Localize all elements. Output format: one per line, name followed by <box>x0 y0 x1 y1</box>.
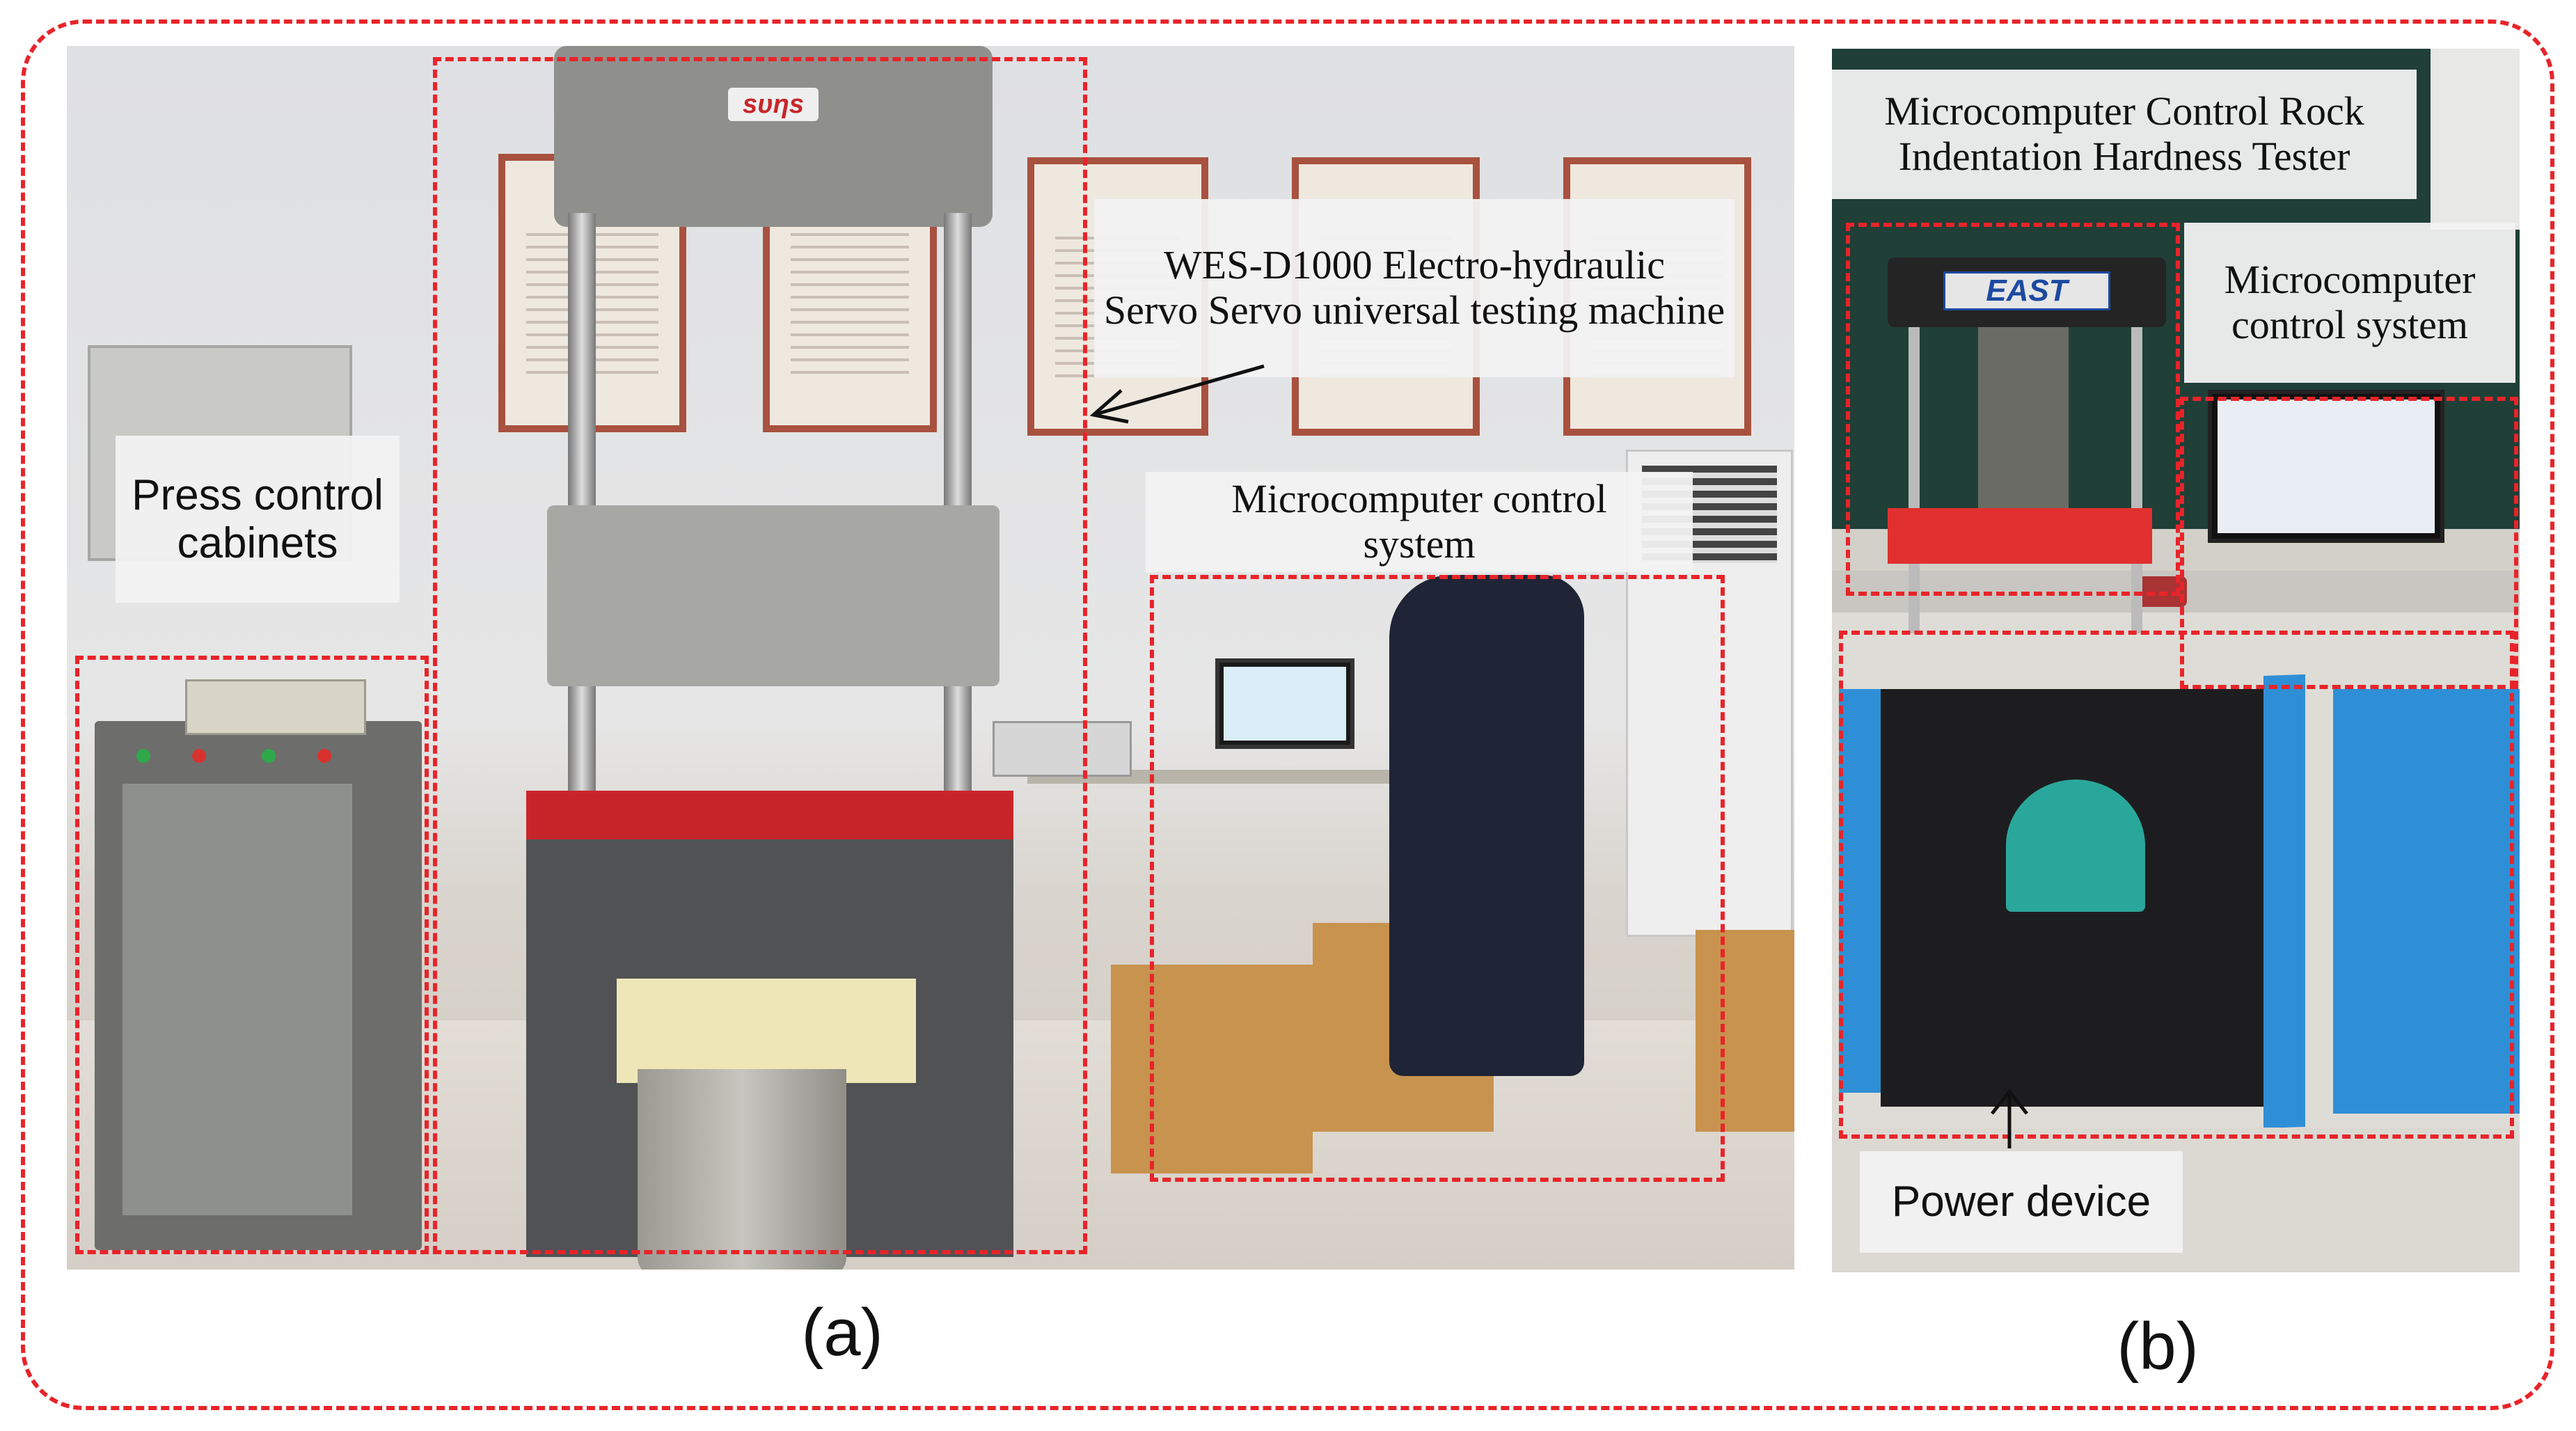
controller-unit <box>185 679 366 735</box>
label-microcomputer-line1: Microcomputer control <box>1231 476 1607 522</box>
label-hardness-tester-line2: Indentation Hardness Tester <box>1898 134 2350 179</box>
cabinet-door-right <box>2333 689 2520 1114</box>
label-hardness-tester: Microcomputer Control Rock Indentation H… <box>1832 70 2417 199</box>
press-control-cabinet <box>95 721 422 1250</box>
label-microcomputer-line2: system <box>1363 521 1476 567</box>
controller-box <box>993 721 1132 777</box>
dashed-box-microcomputer <box>1150 575 1725 1182</box>
tester-red-tray <box>1888 508 2152 564</box>
metal-bucket <box>638 1069 846 1270</box>
dashed-box-testing-machine <box>433 57 1087 1254</box>
label-control-b-line2: control system <box>2231 302 2468 347</box>
wooden-stool <box>1111 965 1313 1173</box>
tester-monitor <box>2208 390 2444 543</box>
dashed-box-press-cabinet <box>75 656 429 1254</box>
label-testing-machine: WES-D1000 Electro-hydraulic Servo Servo … <box>1094 199 1735 377</box>
wall-panel <box>2431 49 2520 230</box>
label-testing-machine-line2: Servo Servo universal testing machine <box>1103 287 1725 333</box>
label-microcomputer-control: Microcomputer control system <box>1146 472 1693 572</box>
dashed-box-control-system <box>2180 397 2518 689</box>
cabinet-door-left <box>1839 689 1881 1093</box>
machine-base <box>526 839 1013 1257</box>
machine-middle-crosshead <box>547 505 999 686</box>
person-operator <box>1389 575 1584 1076</box>
tester-logo: EAST <box>1943 271 2110 310</box>
label-press-control: Press control cabinets <box>116 436 400 603</box>
cabinet-interior <box>1881 689 2277 1107</box>
tester-top-beam: EAST <box>1888 258 2166 327</box>
machine-base-red-band <box>526 791 1013 839</box>
label-control-b-line1: Microcomputer <box>2224 257 2476 303</box>
machine-notice-sheet <box>617 979 916 1083</box>
photo-lab-testing-machine: sυηs Press control cabinets WES-D1000 El… <box>67 46 1794 1270</box>
panel-letter-b: (b) <box>2117 1309 2199 1384</box>
panel-letter-a: (a) <box>801 1295 883 1370</box>
label-hardness-tester-line1: Microcomputer Control Rock <box>1884 88 2364 134</box>
dashed-box-tester <box>1846 223 2180 596</box>
computer-monitor <box>1215 658 1354 749</box>
pointer-arrow-power <box>1991 1088 2028 1148</box>
dashed-box-power-device <box>1839 631 2514 1139</box>
photo-hardness-tester: EAST Microcomputer Control Rock Indentat… <box>1832 49 2520 1272</box>
machine-crosshead: sυηs <box>554 46 993 227</box>
label-testing-machine-line1: WES-D1000 Electro-hydraulic <box>1164 242 1665 288</box>
wooden-stool <box>1696 930 1794 1132</box>
machine-logo: sυηs <box>728 88 819 121</box>
pointer-arrow <box>1089 364 1265 424</box>
outer-dashed-frame <box>21 19 2554 1410</box>
label-power-device: Power device <box>1860 1151 2183 1253</box>
label-microcomputer-control-b: Microcomputer control system <box>2184 223 2515 383</box>
